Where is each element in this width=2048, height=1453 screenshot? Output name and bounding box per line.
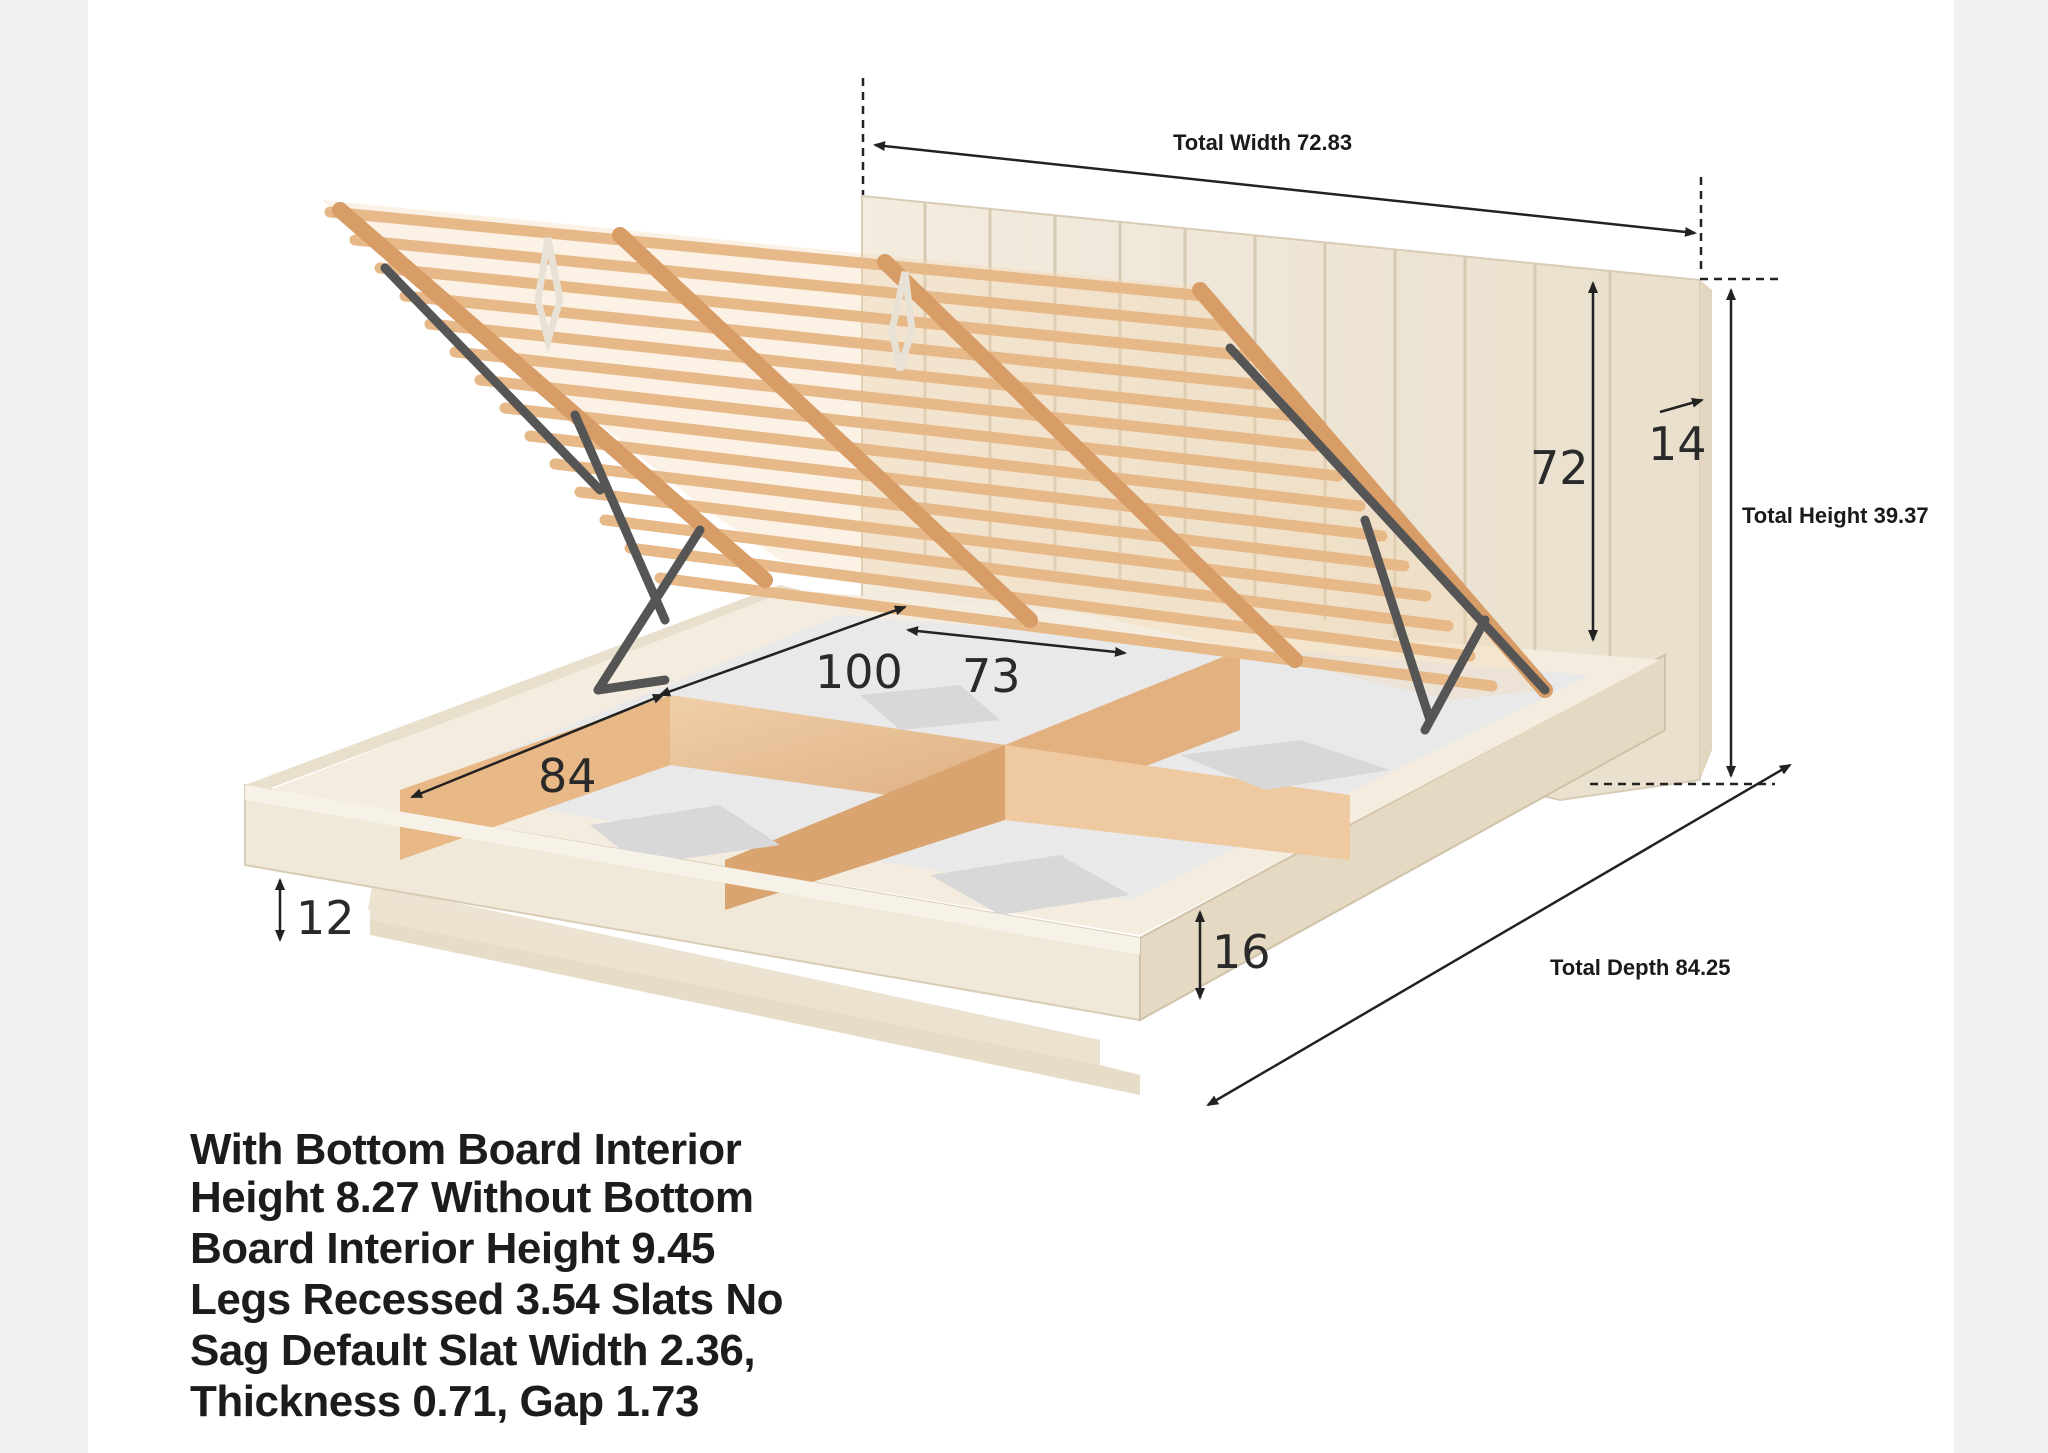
caption-line-5: Sag Default Slat Width 2.36, bbox=[190, 1326, 756, 1375]
compartment-depth-value: 100 bbox=[815, 645, 903, 699]
caption-line-2: Height 8.27 Without Bottom bbox=[190, 1173, 754, 1222]
base-height-value: 12 bbox=[296, 891, 355, 945]
compartment-width-value: 73 bbox=[962, 649, 1021, 703]
caption-line-3: Board Interior Height 9.45 bbox=[190, 1224, 715, 1273]
dimension-lines bbox=[275, 78, 1792, 1107]
caption-line-6: Thickness 0.71, Gap 1.73 bbox=[190, 1377, 699, 1426]
specification-caption: With Bottom Board Interior Height 8.27 W… bbox=[190, 1128, 870, 1427]
lift-mechanism-right bbox=[1225, 343, 1550, 735]
caption-line-4: Legs Recessed 3.54 Slats No bbox=[190, 1275, 784, 1324]
lift-mechanism-left bbox=[380, 263, 705, 695]
total-width-label: Total Width 72.83 bbox=[1173, 130, 1353, 155]
total-height-label: Total Height 39.37 bbox=[1742, 503, 1929, 528]
frame-height-value: 16 bbox=[1212, 925, 1271, 979]
side-length-value: 84 bbox=[538, 749, 597, 803]
caption-line-1: With Bottom Board Interior bbox=[190, 1125, 742, 1174]
headboard-thickness-value: 14 bbox=[1648, 417, 1707, 471]
headboard-height-value: 72 bbox=[1530, 441, 1589, 495]
total-depth-label: Total Depth 84.25 bbox=[1550, 955, 1731, 980]
